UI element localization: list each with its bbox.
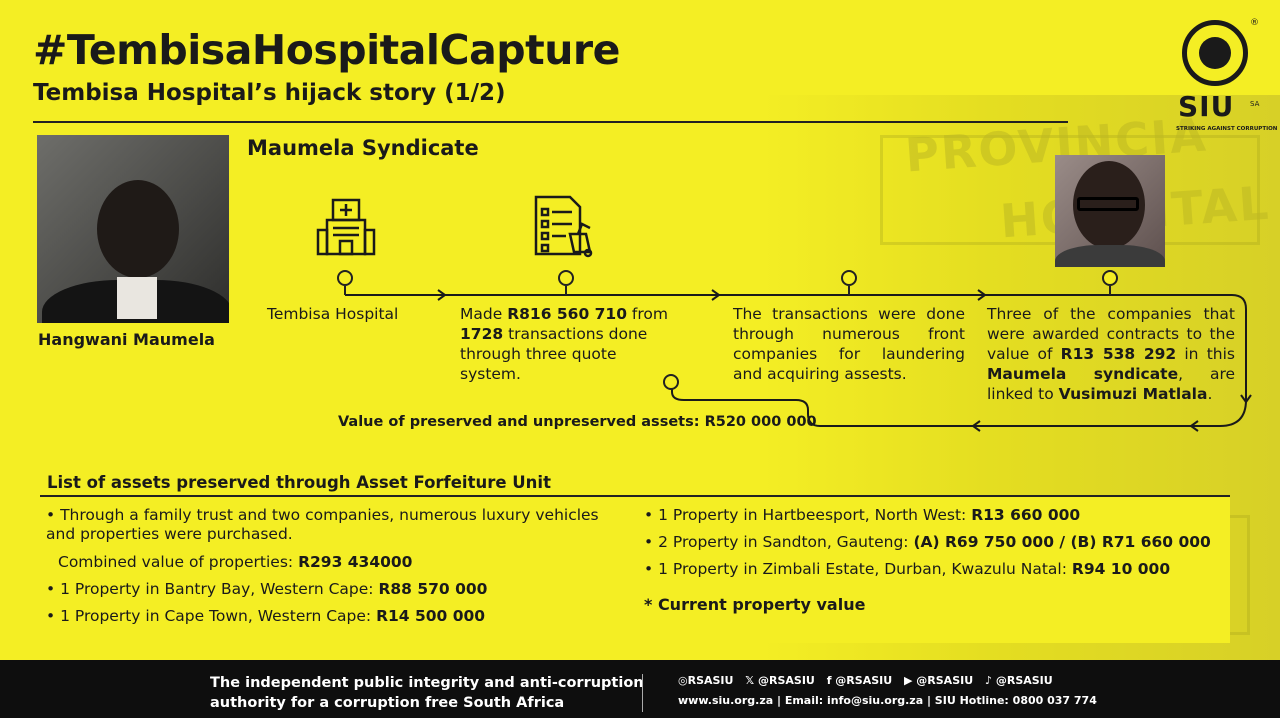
assets-divider (40, 495, 1230, 497)
asset-item-right-3: • 1 Property in Zimbali Estate, Durban, … (644, 560, 1171, 578)
person-name-hangwani-maumela: Hangwani Maumela (38, 330, 215, 349)
x-link[interactable]: 𝕏 @RSASIU (745, 674, 815, 687)
header-divider (33, 121, 1068, 123)
facebook-link[interactable]: f @RSASIU (826, 674, 893, 687)
bullet: • (644, 533, 659, 551)
assets-section-title: List of assets preserved through Asset F… (47, 473, 551, 492)
hospital-icon (316, 198, 376, 256)
page-subtitle: Tembisa Hospital’s hijack story (1/2) (33, 80, 506, 106)
timeline-node-3 (841, 270, 857, 286)
footer-socials: ◎RSASIU 𝕏 @RSASIU f @RSASIU ▶ @RSASIU ♪ … (678, 674, 1061, 687)
asset-combined-value: Combined value of properties: R293 43400… (58, 553, 413, 571)
asset-item-left-1: • Through a family trust and two compani… (46, 506, 599, 543)
registered-mark: ® (1250, 18, 1259, 28)
asset-item-left-2: • 1 Property in Bantry Bay, Western Cape… (46, 580, 488, 598)
siu-seal-icon (1182, 20, 1248, 86)
step-front-companies: The transactions were done through numer… (733, 305, 965, 383)
timeline-node-1 (337, 270, 353, 286)
logo-tagline: STRIKING AGAINST CORRUPTION (1176, 126, 1278, 132)
siu-logo: ® SIU SA STRIKING AGAINST CORRUPTION (1170, 18, 1277, 136)
logo-region: SA (1250, 100, 1260, 108)
timeline-node-end (663, 374, 679, 390)
assets-panel (40, 497, 1230, 643)
footer-separator (642, 674, 643, 712)
bullet: • (46, 607, 61, 625)
photo-vusimuzi-matlala (1055, 155, 1165, 267)
timeline-node-2 (558, 270, 574, 286)
assets-total-value: Value of preserved and unpreserved asset… (338, 414, 817, 430)
bullet: • (46, 506, 61, 524)
tiktok-link[interactable]: ♪ @RSASIU (985, 674, 1053, 687)
logo-name: SIU (1178, 90, 1235, 123)
property-value-note: * Current property value (644, 595, 866, 614)
youtube-link[interactable]: ▶ @RSASIU (904, 674, 974, 687)
bullet: • (644, 506, 659, 524)
asset-item-left-3: • 1 Property in Cape Town, Western Cape:… (46, 607, 486, 625)
page-title: #TembisaHospitalCapture (33, 26, 620, 74)
bullet: • (644, 560, 659, 578)
step-tembisa-hospital: Tembisa Hospital (267, 305, 399, 323)
document-checklist-icon (534, 195, 593, 258)
step-transactions-amount: Made R816 560 710 from 1728 transactions… (460, 305, 668, 383)
step-linked-companies: Three of the companies that were awarded… (987, 305, 1236, 403)
footer-contact: www.siu.org.za | Email: info@siu.org.za … (678, 694, 1097, 707)
footer: The independent public integrity and ant… (0, 660, 1280, 718)
bullet: • (46, 580, 61, 598)
instagram-link[interactable]: ◎RSASIU (678, 674, 734, 687)
footer-mission: The independent public integrity and ant… (210, 675, 644, 711)
asset-item-right-1: • 1 Property in Hartbeesport, North West… (644, 506, 1081, 524)
section-title: Maumela Syndicate (247, 136, 479, 160)
timeline-node-4 (1102, 270, 1118, 286)
asset-item-right-2: • 2 Property in Sandton, Gauteng: (A) R6… (644, 533, 1211, 551)
photo-hangwani-maumela (37, 135, 229, 323)
